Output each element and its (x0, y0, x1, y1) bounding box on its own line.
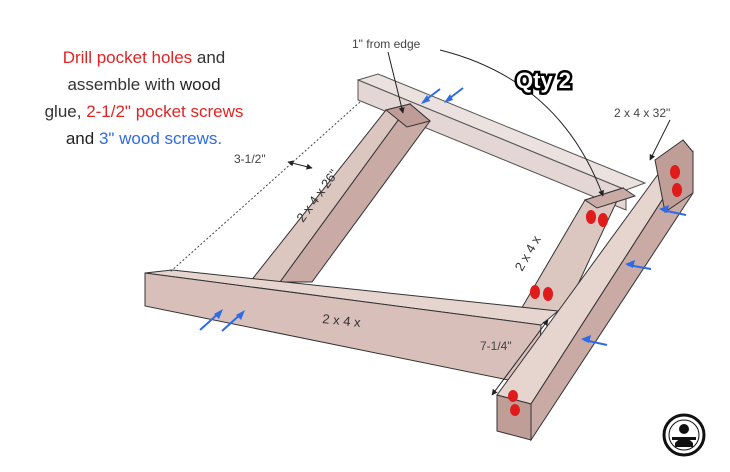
instruction-text: Drill pocket holes and assemble with woo… (8, 44, 280, 152)
spacing-dashed-guide (169, 101, 361, 273)
pocket-hole (586, 210, 596, 224)
instruction-and-2: and (65, 129, 99, 148)
screw-arrow-icon (581, 335, 608, 346)
qty-label: Qty 2 (516, 68, 571, 93)
board-26-end (384, 103, 432, 128)
board-mid-label: 2 x 4 x (512, 232, 544, 273)
pocket-hole (530, 285, 540, 299)
board-26-side (279, 103, 431, 283)
board-front-label: 2 x 4 x (322, 311, 362, 330)
pocket-hole (672, 183, 682, 197)
screw-arrow-icon (444, 87, 464, 103)
instruction-glue: glue, (44, 102, 87, 121)
from-edge-label: 1" from edge (352, 37, 421, 51)
back-rail (356, 73, 647, 211)
dimension-lines (169, 49, 671, 396)
back-rail-face (357, 79, 627, 211)
pocket-hole (510, 404, 520, 416)
screw-arrow-icon (421, 88, 441, 104)
board-26 (248, 103, 432, 283)
spacing-left-label: 3-1/2" (234, 152, 266, 166)
from-edge-leader (387, 51, 405, 114)
from-edge-curve (439, 49, 604, 197)
woodworker-logo-icon (662, 413, 706, 457)
spacing-front-dimension (491, 319, 549, 396)
instruction-and: and (192, 48, 226, 67)
pocket-hole (543, 287, 553, 301)
board-middle-end (583, 187, 637, 209)
screw-arrow-icon (625, 260, 652, 270)
screw-arrow-icon (221, 310, 245, 332)
spacing-left-dimension (287, 160, 313, 170)
pocket-hole (670, 165, 680, 179)
board-32-leader (649, 119, 671, 161)
instruction-drill: Drill pocket holes (62, 48, 193, 67)
instruction-assemble: assemble with (67, 75, 180, 94)
instruction-pocket-screws: 2-1/2" pocket screws (86, 102, 244, 121)
pocket-hole (598, 213, 608, 227)
screw-arrow-icon (199, 309, 223, 331)
instruction-wood-screws: 3" wood screws. (98, 129, 223, 148)
board-right-end-front (496, 394, 532, 441)
pocket-hole (508, 390, 518, 402)
board-32-label: 2 x 4 x 32" (614, 106, 670, 120)
screw-arrows (199, 87, 687, 346)
spacing-front-label: 7-1/4" (480, 339, 512, 353)
screw-arrow-icon (659, 205, 687, 216)
instruction-wood: wood (179, 75, 221, 94)
